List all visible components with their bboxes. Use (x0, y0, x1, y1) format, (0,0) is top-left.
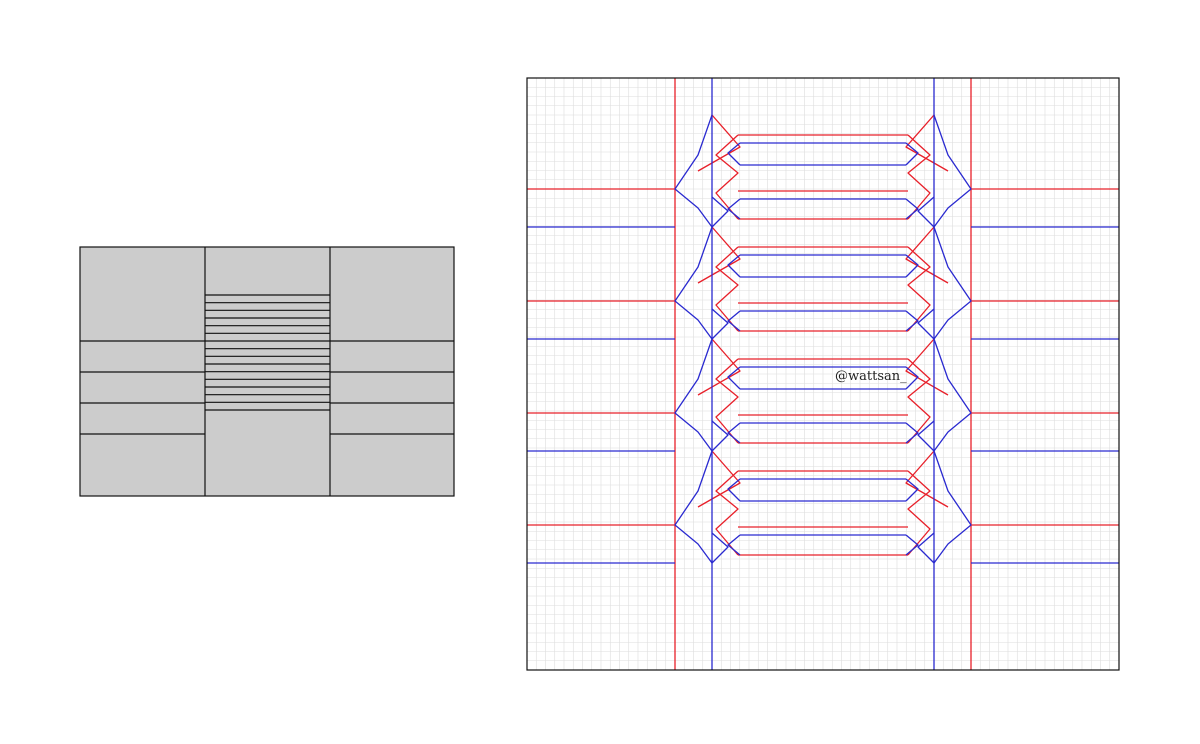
cp-valley-chevron (727, 366, 741, 390)
cp-valley-chevron (905, 310, 919, 332)
cp-valley-chevron (727, 534, 741, 556)
cp-valley-connector (711, 196, 729, 228)
base-diagram (79, 246, 455, 497)
credit-label: @wattsan_ (835, 369, 907, 384)
cp-grid (527, 78, 1119, 670)
cp-valley-connector (917, 196, 935, 228)
crease-pattern: @wattsan_ (526, 77, 1120, 671)
cp-mountain-chevron (715, 358, 739, 444)
cp-valley-side-diamond (933, 338, 972, 452)
cp-valley-connector (711, 532, 729, 564)
cp-valley-side-diamond (933, 114, 972, 228)
cp-mountain-wedge (905, 338, 949, 396)
cp-valley-chevron (905, 142, 919, 166)
base-outline-lines (80, 247, 454, 496)
cp-valley-chevron (727, 198, 741, 220)
cp-valley-connector (917, 308, 935, 340)
cp-mountain-chevron (907, 246, 931, 332)
cp-valley-side-diamond (933, 226, 972, 340)
cp-valley-folds (527, 78, 1119, 670)
base-stripes (205, 294, 330, 411)
cp-mountain-chevron (715, 134, 739, 220)
cp-valley-connector (917, 532, 935, 564)
cp-mountain-wedge (697, 450, 741, 508)
cp-valley-side-diamond (674, 338, 713, 452)
cp-valley-chevron (727, 254, 741, 278)
cp-valley-side-diamond (674, 114, 713, 228)
cp-mountain-wedge (905, 450, 949, 508)
cp-valley-chevron (905, 198, 919, 220)
cp-valley-side-diamond (933, 450, 972, 564)
cp-valley-chevron (905, 254, 919, 278)
cp-valley-chevron (905, 422, 919, 444)
cp-valley-chevron (727, 310, 741, 332)
cp-valley-side-diamond (674, 450, 713, 564)
cp-mountain-chevron (907, 134, 931, 220)
cp-valley-connector (711, 308, 729, 340)
cp-mountain-folds (527, 78, 1119, 670)
cp-valley-chevron (727, 422, 741, 444)
cp-mountain-chevron (907, 470, 931, 556)
cp-border (526, 77, 1120, 671)
cp-valley-chevron (727, 142, 741, 166)
cp-mountain-chevron (715, 246, 739, 332)
cp-valley-chevron (905, 366, 919, 390)
cp-mountain-chevron (715, 470, 739, 556)
cp-valley-side-diamond (674, 226, 713, 340)
cp-mountain-wedge (697, 338, 741, 396)
cp-valley-chevron (905, 478, 919, 502)
cp-valley-chevron (727, 478, 741, 502)
cp-mountain-chevron (907, 358, 931, 444)
cp-valley-connector (711, 420, 729, 452)
cp-valley-connector (917, 420, 935, 452)
cp-valley-chevron (905, 534, 919, 556)
